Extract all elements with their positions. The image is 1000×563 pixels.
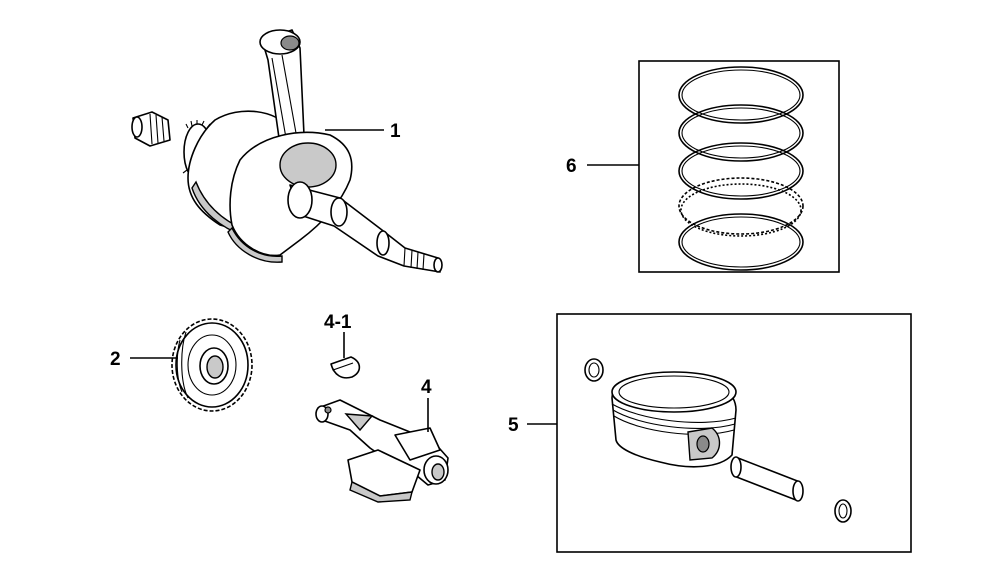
crankshaft-icon[interactable] [131, 29, 443, 273]
piston-rings-frame [638, 60, 840, 273]
callout-5: 5 [508, 415, 519, 436]
balancer-shaft-icon[interactable] [315, 399, 449, 503]
piston-icon[interactable] [584, 358, 852, 523]
callout-4: 4 [421, 377, 432, 398]
callout-4-1: 4-1 [324, 312, 352, 333]
gear-icon[interactable] [171, 318, 253, 412]
woodruff-key-icon[interactable] [330, 356, 361, 379]
callout-1: 1 [390, 121, 401, 142]
callout-6: 6 [566, 156, 577, 177]
callout-2: 2 [110, 349, 121, 370]
piston-rings-icon[interactable] [678, 66, 804, 271]
piston-frame [556, 313, 912, 553]
